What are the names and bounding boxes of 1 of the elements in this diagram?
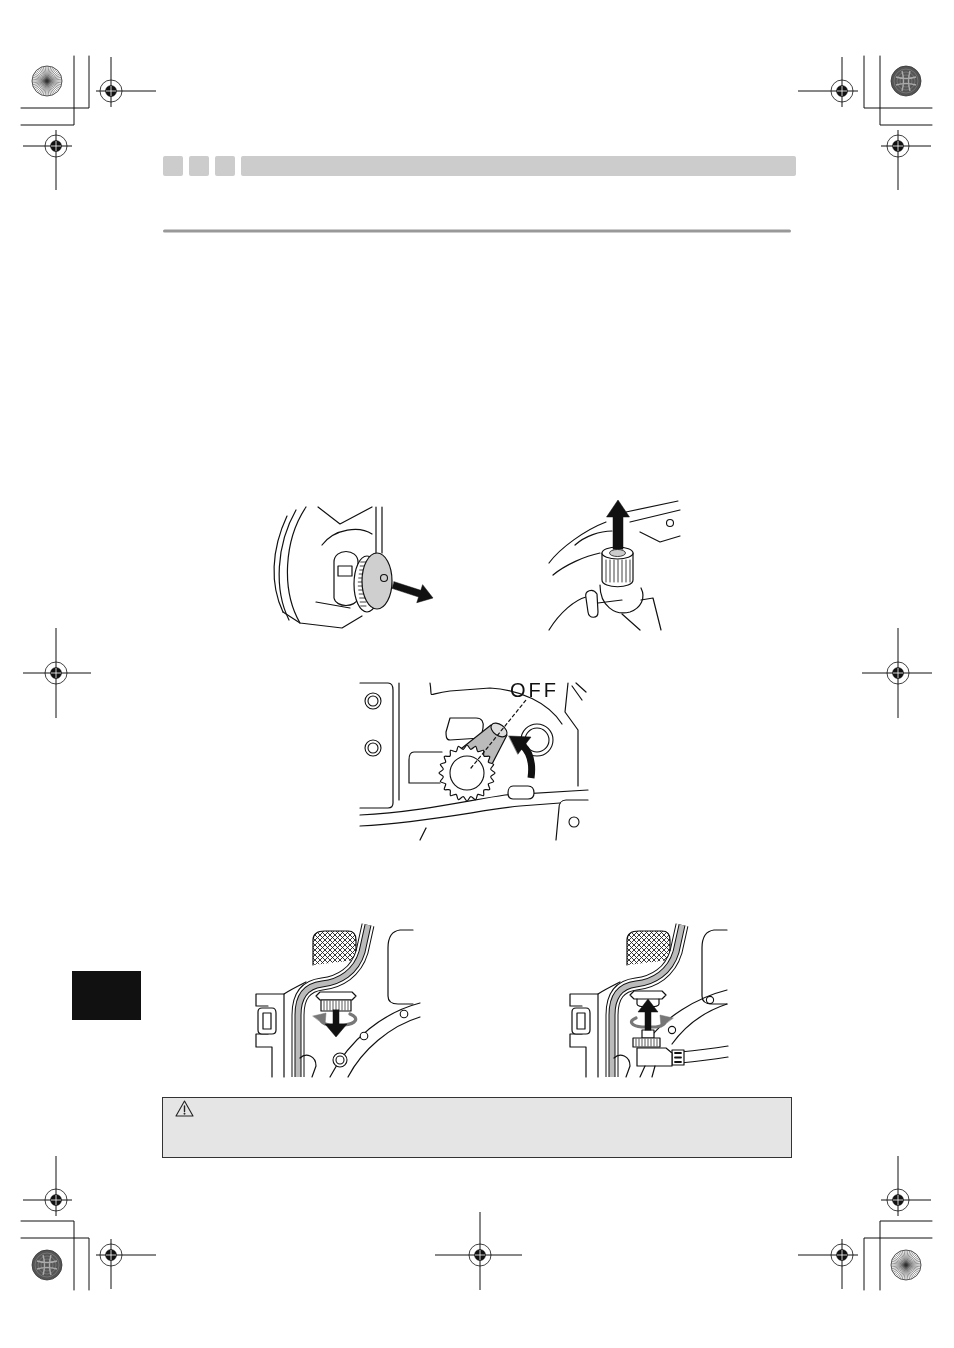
switch-position-label: OFF [510,679,559,700]
